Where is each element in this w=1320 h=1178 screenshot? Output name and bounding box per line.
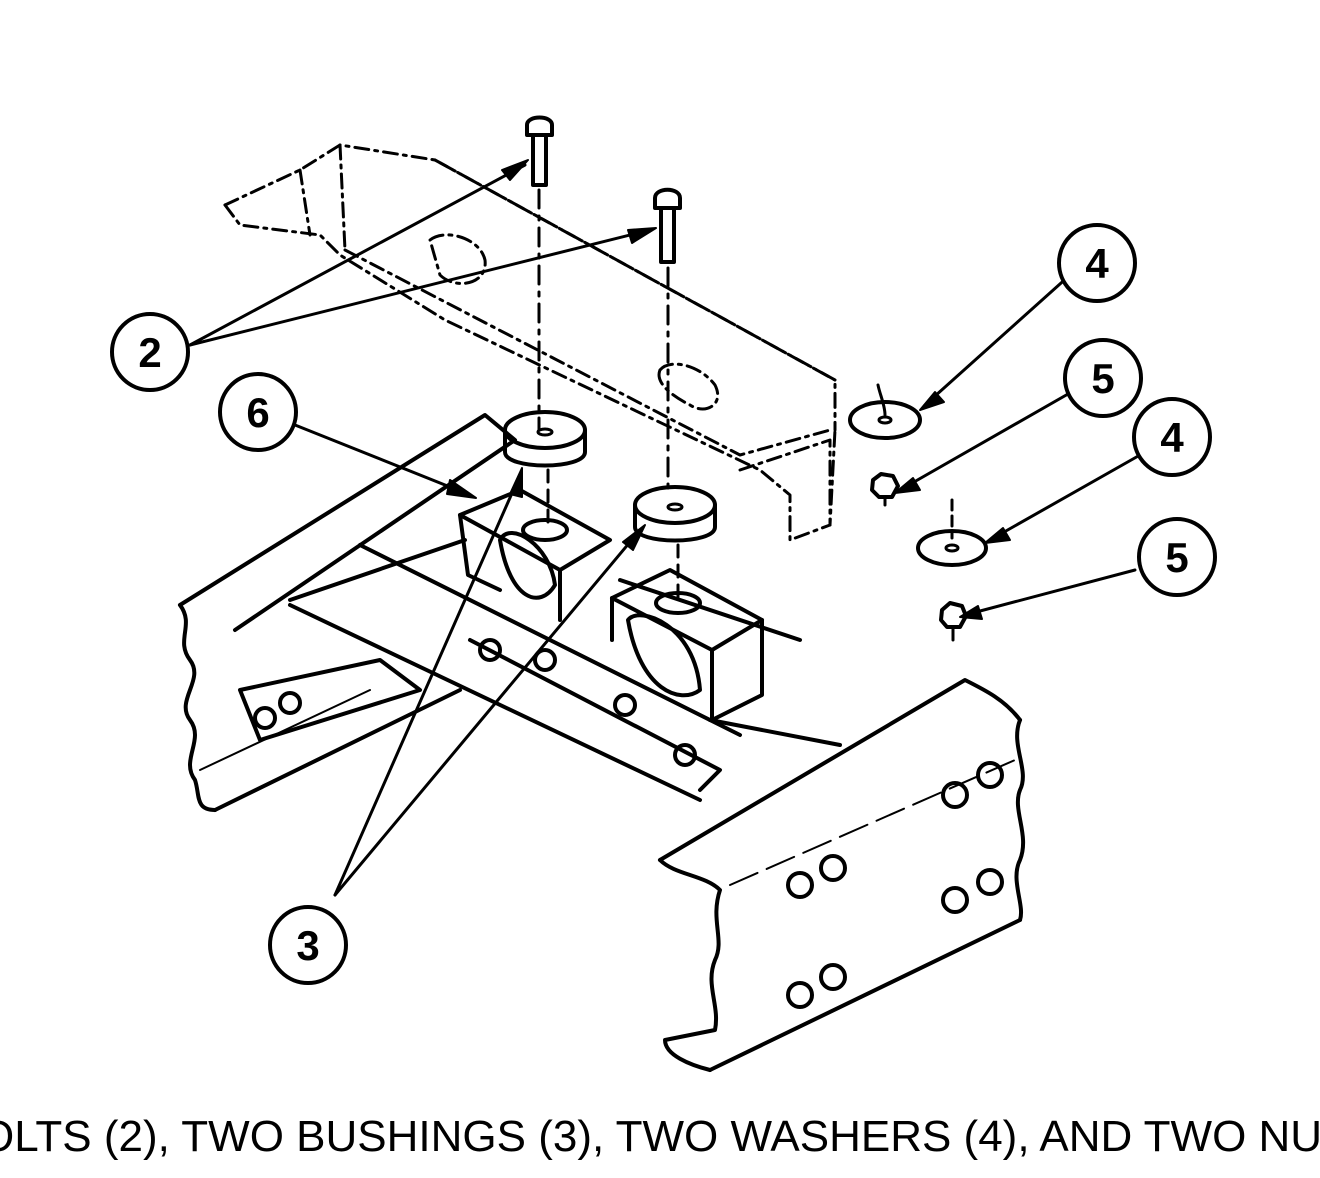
callout-label-bolts: 2 xyxy=(138,329,161,376)
mounting-bracket-right xyxy=(610,568,764,722)
figure-caption-text: OLTS (2), TWO BUSHINGS (3), TWO WASHERS … xyxy=(0,1112,1320,1161)
washer-upper xyxy=(848,383,922,440)
callout-label-bracket: 6 xyxy=(246,389,269,436)
callout-label-washer-upper: 4 xyxy=(1085,240,1109,287)
nut-upper xyxy=(870,472,900,507)
nut-lower xyxy=(939,601,968,642)
callout-circles xyxy=(110,223,1217,985)
callout-label-nut-lower: 5 xyxy=(1165,534,1188,581)
exploded-view-diagram: 2 3 4 5 4 5 6 xyxy=(110,115,1217,1072)
mounting-bracket-left xyxy=(458,488,612,622)
bolt-left xyxy=(525,115,554,432)
crossmember xyxy=(288,538,842,802)
arrowheads xyxy=(446,159,1011,620)
bolt-right xyxy=(653,187,682,492)
callout-label-washer-lower: 4 xyxy=(1160,414,1184,461)
frame-rail-right xyxy=(658,678,1026,1072)
bushing-left xyxy=(503,410,587,532)
leader-lines xyxy=(188,163,1142,897)
figure-caption: OLTS (2), TWO BUSHINGS (3), TWO WASHERS … xyxy=(0,1112,1320,1178)
callout-label-nut-upper: 5 xyxy=(1091,355,1114,402)
washer-lower xyxy=(916,498,988,567)
frame-rail-left xyxy=(178,413,517,812)
callout-label-bushings: 3 xyxy=(296,922,319,969)
phantom-upper-frame xyxy=(223,143,837,542)
